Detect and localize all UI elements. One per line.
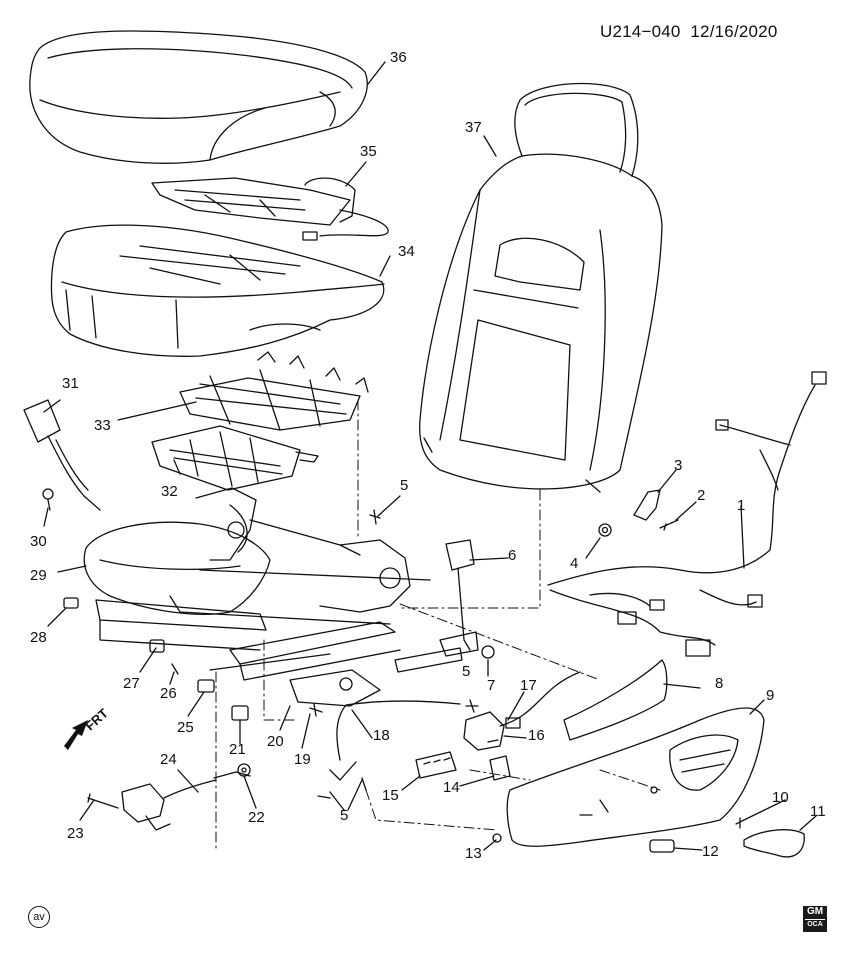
callout-label: 17 [520,677,537,694]
callout-label: 23 [67,825,84,842]
wiring-harness-1 [547,371,827,657]
seat-module-32 [151,425,319,491]
callout-label: 5 [462,663,471,680]
callout-label: 33 [94,417,111,434]
callout-label: 2 [697,487,706,504]
outer-shield-9 [506,707,765,847]
callout-label: 4 [570,555,579,572]
motor-24 [121,771,251,831]
av-mark: av [28,906,50,928]
callout-label: 30 [30,533,47,550]
heater-pad-35 [151,177,389,241]
callout-label: 14 [443,779,460,796]
diagram-code: U214−040 [600,22,681,41]
callout-label: 8 [715,675,724,692]
seatback-37 [419,82,663,493]
callout-label: 11 [810,803,826,820]
callout-label: 27 [123,675,140,692]
cap-28 [63,597,79,609]
bolt-19 [309,703,323,717]
gm-logo-bottom: OCA [805,919,825,929]
callout-label: 20 [267,733,284,750]
switch-15 [415,751,457,779]
callout-label: 25 [177,719,194,736]
bolt-30 [42,488,54,511]
handle-11 [743,829,805,858]
gm-logo: GM OCA [803,906,827,932]
callout-label: 26 [160,685,177,702]
seat-tracks [95,599,401,681]
seat-frame-29 [83,487,431,625]
spring-mat-33 [179,351,369,431]
screw-10 [735,817,745,829]
callout-label: 12 [702,843,719,860]
side-trim-8 [563,659,668,741]
callout-label: 15 [382,787,399,804]
callout-label: 5 [340,807,349,824]
bolts-5c [317,777,367,799]
motor-17 [463,671,581,751]
tube-18 [329,700,461,781]
diagram-header: U214−040 12/16/2020 [600,22,778,42]
callout-label: 21 [229,741,246,758]
callout-label: 36 [390,49,407,66]
nut-13 [492,833,502,843]
buckle-31 [23,399,101,511]
front-arrow-icon [64,720,88,750]
callout-label: 22 [248,809,265,826]
callout-label: 28 [30,629,47,646]
callout-label: 37 [465,119,482,136]
callout-label: 29 [30,567,47,584]
callout-label: 6 [508,547,517,564]
callout-label: 7 [487,677,496,694]
callout-label: 16 [528,727,545,744]
callout-label: 13 [465,845,482,862]
callout-label: 18 [373,727,390,744]
callout-label: 5 [400,477,409,494]
clip-27 [149,639,165,653]
clip-25 [197,679,215,693]
bolt-23 [87,793,119,809]
gm-logo-top: GM [806,906,824,917]
callout-label: 9 [766,687,775,704]
bracket-20 [289,669,381,707]
callout-label: 31 [62,375,79,392]
screw-26 [171,663,179,675]
screw-16 [487,739,499,743]
buckle-6 [394,539,479,673]
callout-label: 34 [398,243,415,260]
callout-label: 19 [294,751,311,768]
bolt-5b [465,699,479,713]
callout-label: 35 [360,143,377,160]
callout-label: 10 [772,789,789,806]
cushion-pad-34 [50,224,385,357]
bushing-7 [481,645,495,659]
leader-lines [43,61,817,851]
diagram-date: 12/16/2020 [690,22,778,41]
cushion-cover-36 [29,30,368,164]
callout-label: 1 [737,497,746,514]
bracket-3 [633,489,661,521]
clip-21 [231,705,249,721]
callout-label: 32 [161,483,178,500]
nut-4 [598,523,612,537]
bolt-2 [659,519,679,531]
reference-lines [215,399,661,851]
callout-label: 3 [674,457,683,474]
callout-label: 24 [160,751,177,768]
bolt-5a [369,509,381,525]
knob-12 [649,839,675,853]
